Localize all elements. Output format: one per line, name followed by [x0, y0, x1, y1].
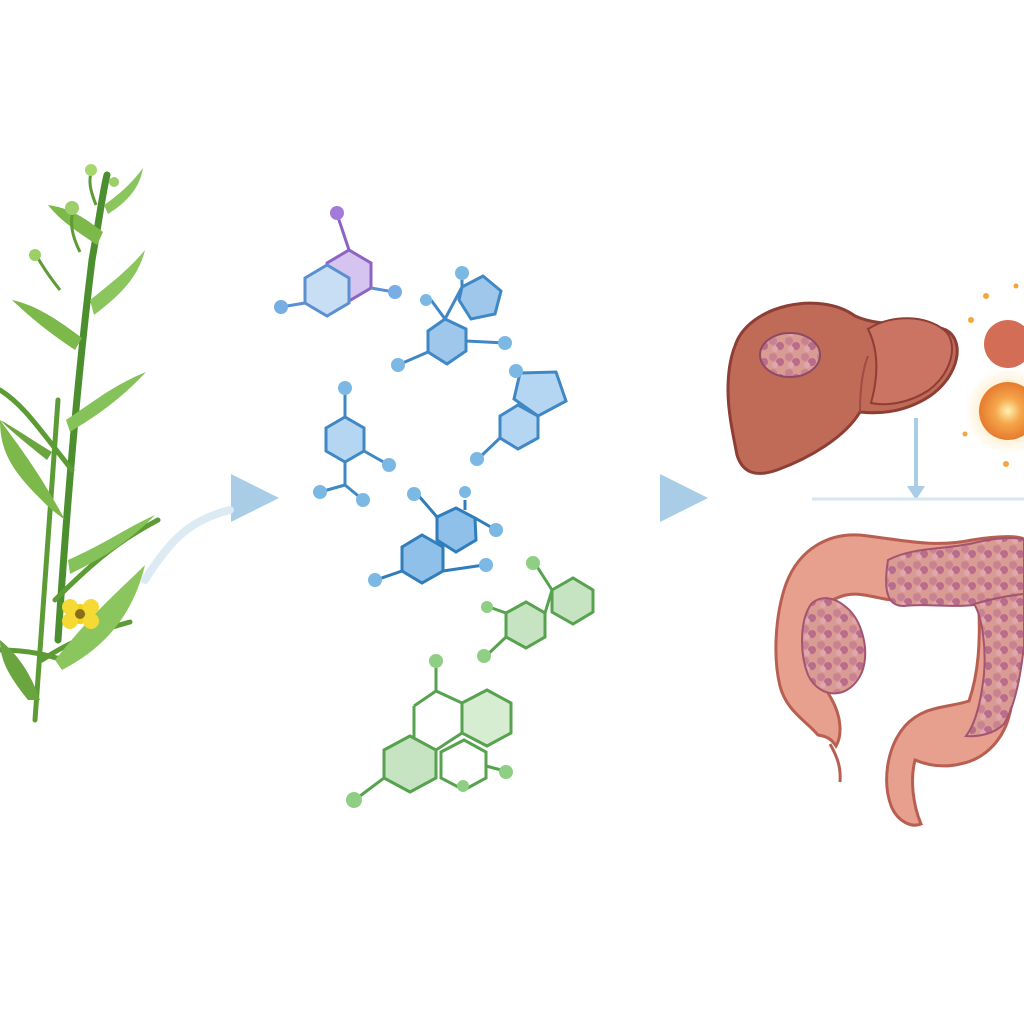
blue-molecule-2-icon: [313, 381, 396, 507]
molecule-structures-icon: [274, 206, 595, 808]
blue-molecule-1-icon: [391, 266, 512, 372]
flower-icon: [62, 599, 99, 629]
herb-plant-icon: [0, 164, 161, 723]
liver-icon: [726, 301, 959, 475]
arrow-compounds-to-organs-icon: [524, 474, 708, 522]
green-molecule-1-icon: [477, 556, 595, 663]
colon-icon: [774, 533, 1024, 827]
arrow-plant-to-compounds-icon: [114, 474, 279, 584]
blue-molecule-3-icon: [470, 364, 568, 466]
inflammation-glow-icon: [962, 283, 1024, 467]
blue-molecule-4-icon: [368, 486, 503, 587]
arrow-down-to-colon-icon: [812, 418, 1024, 501]
green-molecule-2-icon: [346, 654, 513, 808]
purple-molecule-icon: [274, 206, 402, 318]
